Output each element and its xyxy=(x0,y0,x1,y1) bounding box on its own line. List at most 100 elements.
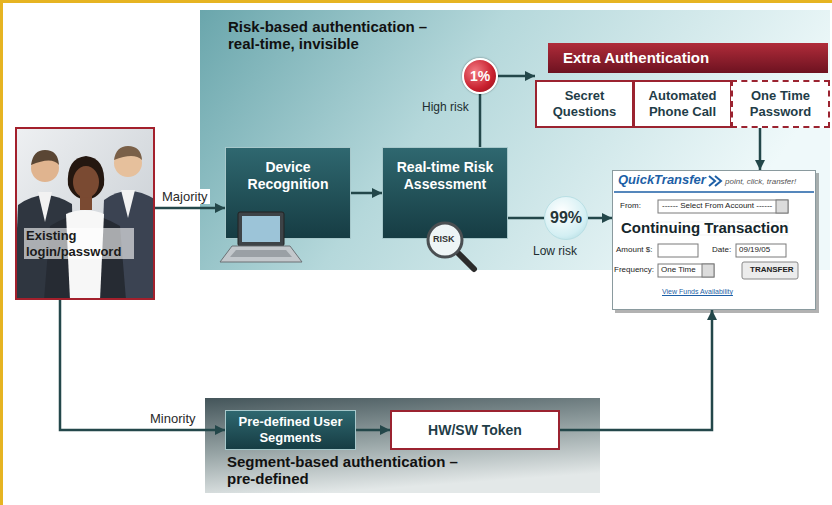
input-field xyxy=(736,244,786,257)
node-text: Secret Questions xyxy=(537,88,632,119)
input-field xyxy=(658,244,698,257)
edge-label: Minority xyxy=(148,411,198,426)
connector-arrow xyxy=(351,192,382,195)
laptop-screen xyxy=(242,216,280,242)
transfer-screen-fill xyxy=(613,171,816,310)
node-text: 09/19/05 xyxy=(739,246,770,255)
connector-arrow xyxy=(508,217,544,220)
laptop-screen-frame xyxy=(238,212,284,246)
connector-arrow xyxy=(356,429,390,432)
select-arrow xyxy=(776,200,788,213)
text-slot: Risk-based authentication – real-time, i… xyxy=(228,18,458,53)
node-text: From: xyxy=(620,202,641,211)
chevron-icon xyxy=(715,176,721,186)
node-fills xyxy=(200,10,830,493)
form-rule xyxy=(614,191,814,193)
method-box: Automated Phone Call xyxy=(633,80,732,128)
form-button xyxy=(742,262,798,279)
connector-arrow xyxy=(155,207,225,210)
node-text: Frequency: xyxy=(614,266,654,275)
connector-arrow xyxy=(759,128,762,170)
connector-arrow xyxy=(588,217,612,220)
text-slot: Continuing Transaction xyxy=(618,220,792,237)
risk-panel-fill xyxy=(200,10,830,270)
node-text: Date: xyxy=(712,246,731,255)
text-slot: RISK xyxy=(433,234,455,244)
connector-arrow xyxy=(60,300,225,430)
connector-arrow xyxy=(498,75,535,78)
text-slot: Date: xyxy=(712,246,731,255)
text-slot: TRANSFER xyxy=(750,266,794,275)
text-slot: Frequency: xyxy=(614,266,654,275)
connector-arrow xyxy=(560,310,712,430)
text-slot: From: xyxy=(620,202,641,211)
magnifier-lens xyxy=(428,223,462,257)
person-shirt xyxy=(38,192,52,222)
text-slot: ------ Select From Account ------ xyxy=(662,202,772,211)
node-text: Continuing Transaction xyxy=(618,220,792,237)
frame-line xyxy=(0,0,3,505)
node-text: One Time Password xyxy=(733,88,828,119)
note-label: Low risk xyxy=(533,244,577,258)
auth-group-fill xyxy=(548,43,828,73)
text-slot: One Time xyxy=(661,266,696,275)
frame-line xyxy=(0,0,832,3)
node-text: Automated Phone Call xyxy=(635,88,730,119)
node-text: TRANSFER xyxy=(750,266,794,275)
process-box-fill xyxy=(226,411,356,450)
laptop-icon xyxy=(220,212,302,262)
process-box: Real-time Risk Assessment xyxy=(382,147,508,239)
laptop-base xyxy=(220,246,302,262)
transfer-form xyxy=(614,176,814,279)
segment-panel-fill xyxy=(205,398,600,493)
node-text: 1% xyxy=(470,69,490,83)
node-text: Extra Authentication xyxy=(563,49,709,67)
node-text: Existing login/password xyxy=(24,228,134,259)
text-slot: QuickTransfer xyxy=(618,173,706,187)
node-text: Amount $: xyxy=(616,246,652,255)
text-slot: Minority xyxy=(148,411,198,426)
node-text: ------ Select From Account ------ xyxy=(662,202,772,211)
token-box: HW/SW Token xyxy=(390,410,560,450)
percent-circle: 1% xyxy=(462,58,498,94)
edge-label: Majority xyxy=(160,189,210,204)
node-text: Risk-based authentication – real-time, i… xyxy=(228,18,458,53)
text-slot: Low risk xyxy=(533,244,577,258)
select-arrow xyxy=(702,264,714,277)
method-box: One Time Password xyxy=(731,80,830,128)
people-photo xyxy=(15,127,155,300)
note-label: RISK xyxy=(433,234,455,244)
node-text: Segment-based authentication – pre-defin… xyxy=(227,453,472,488)
text-slot: View Funds Availability xyxy=(662,288,733,296)
segment-panel: Segment-based authentication – pre-defin… xyxy=(205,398,600,493)
magnifier-handle xyxy=(457,252,474,269)
node-text: One Time xyxy=(661,266,696,275)
node-text: HW/SW Token xyxy=(425,422,525,439)
node-text: Device Recognition xyxy=(225,159,351,193)
illustrations xyxy=(14,127,814,300)
node-text: QuickTransfer xyxy=(618,173,706,187)
text-slot: Majority xyxy=(160,189,210,204)
text-slot: Existing login/password xyxy=(24,228,134,259)
text-slot: High risk xyxy=(422,100,469,114)
connector-arrow xyxy=(479,94,482,147)
note-label: High risk xyxy=(422,100,469,114)
text-slot: 09/19/05 xyxy=(739,246,770,255)
text-slot: point, click, transfer! xyxy=(725,178,796,187)
node-text: View Funds Availability xyxy=(662,288,733,296)
login-photo-box: Existing login/password xyxy=(15,127,155,300)
magnifier-icon xyxy=(428,223,474,269)
auth-group: Extra AuthenticationSecret QuestionsAuto… xyxy=(535,43,828,128)
process-box: Pre-defined User Segments xyxy=(225,410,356,450)
node-text: point, click, transfer! xyxy=(725,178,796,187)
person-shirt xyxy=(121,190,135,218)
chevron-icon xyxy=(709,176,715,186)
method-box: Secret Questions xyxy=(535,80,634,128)
select-field xyxy=(658,200,788,213)
laptop-keyboard xyxy=(230,250,292,257)
transfer-screen: QuickTransfer point, click, transfer! Cont… xyxy=(612,170,816,310)
select-field xyxy=(658,264,714,277)
process-box: Device Recognition xyxy=(225,147,351,239)
